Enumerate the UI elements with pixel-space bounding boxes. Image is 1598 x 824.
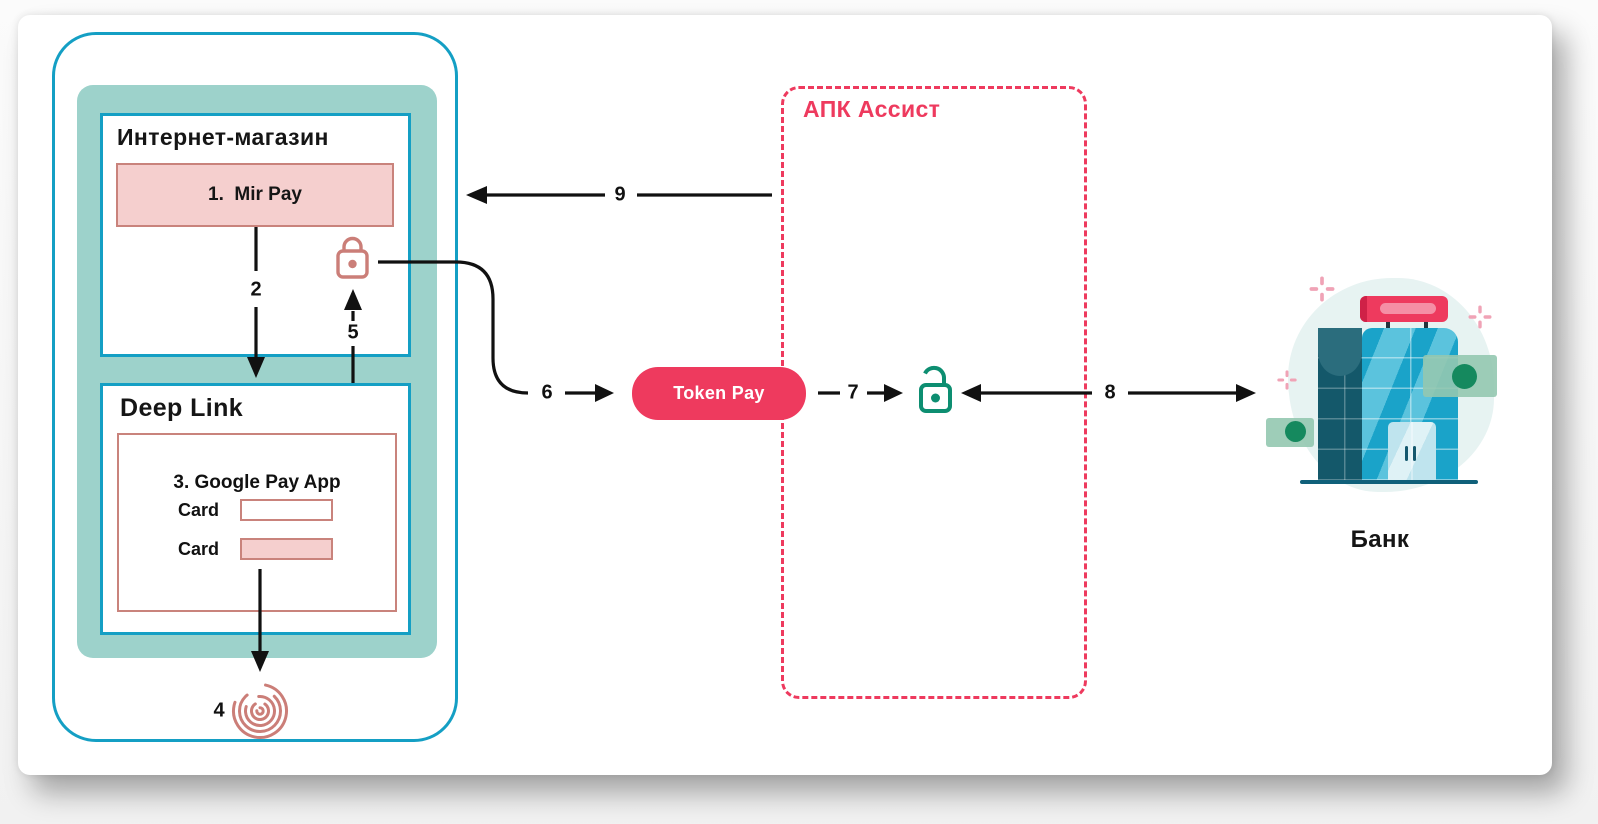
google-pay-app-box [117,433,397,612]
card-input-filled[interactable] [240,538,333,560]
google-pay-app-title: 3. Google Pay App [173,472,341,493]
money-bill-coin [1452,364,1477,389]
money-bill-coin [1285,421,1306,442]
step-label-9: 9 [614,183,626,206]
apk-assist-title: АПК Ассист [803,96,941,122]
step-label-7: 7 [847,381,859,404]
deep-link-title: Deep Link [120,394,244,422]
bank-sign-edge [1360,296,1367,322]
step-label-5: 5 [347,321,359,344]
step-label-2: 2 [250,278,262,301]
bank-label: Банк [1350,526,1410,553]
step-label-4: 4 [213,699,225,722]
bank-baseline [1300,480,1478,484]
bank-sign-post [1386,320,1390,330]
card-input-empty[interactable] [240,499,333,521]
token-pay-button[interactable]: Token Pay [632,367,806,420]
door-handle [1413,446,1416,461]
bank-tower-dome [1318,328,1362,376]
bank-sign-stripe [1380,303,1436,314]
step-label-6: 6 [541,381,553,404]
card-row-label: Card [178,500,220,520]
card-row-label: Card [178,539,220,559]
apk-assist-frame [781,86,1087,699]
bank-door [1388,422,1436,482]
bank-sign-post [1424,320,1428,330]
mir-pay-button[interactable]: 1. Mir Pay [116,163,394,227]
door-handle [1405,446,1408,461]
internet-shop-title: Интернет-магазин [117,124,329,150]
step-label-8: 8 [1104,381,1116,404]
